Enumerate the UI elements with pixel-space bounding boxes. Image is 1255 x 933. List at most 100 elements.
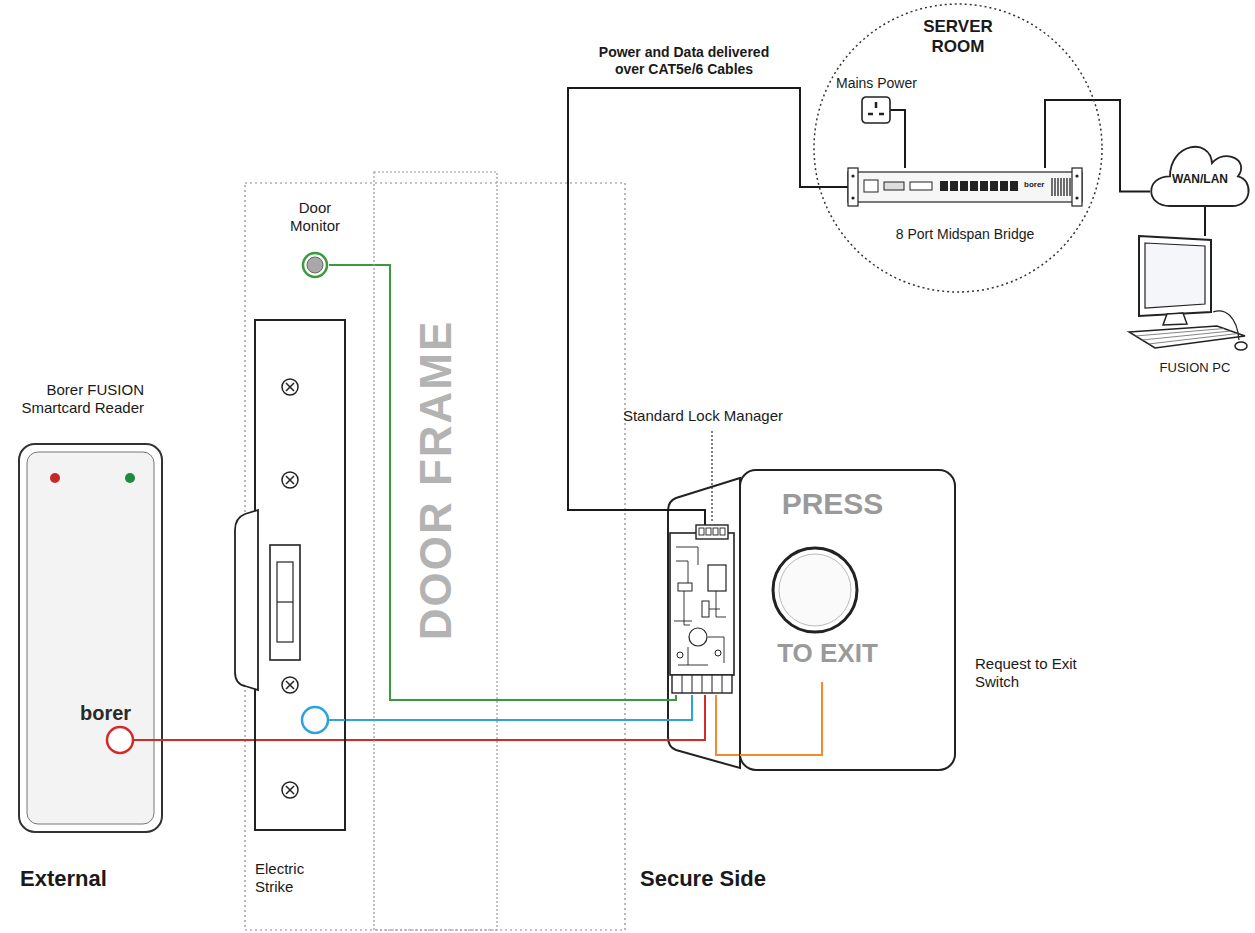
smartcard-reader-shape bbox=[107, 727, 133, 753]
electric-strike: Electric Strike bbox=[255, 320, 345, 830]
smartcard-reader-shape bbox=[50, 473, 60, 483]
smartcard-reader-shape bbox=[133, 739, 163, 741]
electric-strike-shape bbox=[235, 510, 258, 690]
electric-strike-shape bbox=[328, 719, 345, 721]
door-monitor-shape bbox=[301, 251, 329, 279]
mains-socket-shape bbox=[862, 97, 890, 123]
midspan-bridge-shape bbox=[980, 181, 988, 191]
electric-strike-shape bbox=[282, 782, 298, 798]
fusion-pc-shape bbox=[1139, 236, 1211, 316]
electric-strike-shape bbox=[302, 707, 328, 733]
midspan-bridge-shape bbox=[960, 181, 968, 191]
exit-switch-shape bbox=[779, 554, 851, 626]
electric-strike-shape bbox=[286, 786, 294, 794]
frame-label: DOOR FRAME bbox=[409, 320, 462, 641]
electric-strike-shape bbox=[286, 383, 294, 391]
lock-manager-board-shape bbox=[702, 675, 703, 693]
midspan-bridge-shape bbox=[1075, 196, 1078, 199]
cloud-label: WAN/LAN bbox=[1150, 172, 1250, 186]
midspan-bridge-shape bbox=[851, 174, 854, 177]
fusion-pc-shape bbox=[1213, 311, 1239, 340]
lock-manager-board-shape bbox=[708, 565, 726, 591]
network-cloud: WAN/LAN bbox=[1150, 140, 1250, 206]
midspan-bridge-shape bbox=[1051, 178, 1052, 196]
lock-manager-board-shape bbox=[678, 583, 692, 591]
fusion-pc: FUSION PC bbox=[1125, 236, 1250, 354]
door-monitor-shape bbox=[307, 257, 323, 273]
side-label: Secure Side bbox=[640, 866, 766, 892]
fusion-pc-shape bbox=[1149, 334, 1239, 345]
lock-manager-board-shape bbox=[722, 675, 723, 693]
fusion-pc-shape bbox=[1235, 342, 1247, 350]
midspan-bridge-shape bbox=[950, 181, 958, 191]
server-room-circle-shape bbox=[814, 4, 1102, 292]
door-monitor-shape bbox=[303, 253, 327, 277]
lock-manager-board-shape bbox=[699, 528, 704, 535]
pc-label: FUSION PC bbox=[1145, 360, 1245, 376]
midspan-bridge-shape bbox=[910, 182, 932, 190]
electric-strike-shape bbox=[282, 677, 298, 693]
lock-manager-board-shape bbox=[672, 675, 732, 693]
button-text: PRESS bbox=[725, 486, 940, 522]
smartcard-reader: Borer FUSION Smartcard Readerborer bbox=[18, 443, 163, 833]
lock-manager-board-shape bbox=[682, 675, 683, 693]
monitor-label: Door Monitor bbox=[275, 199, 355, 235]
bridge-label: 8 Port Midspan Bridge bbox=[848, 226, 1082, 243]
mains-socket: Mains Power bbox=[862, 97, 890, 123]
side-label: External bbox=[20, 866, 107, 892]
fusion-pc-shape bbox=[1163, 313, 1187, 325]
lock-manager-board: Standard Lock Manager bbox=[668, 525, 736, 695]
midspan-bridge-shape bbox=[1075, 174, 1078, 177]
exit-switch-shape bbox=[773, 548, 857, 632]
smartcard-reader-shape bbox=[19, 444, 162, 832]
electric-strike-shape bbox=[255, 320, 345, 830]
monitor-wire bbox=[329, 265, 676, 700]
lock-manager-board-shape bbox=[692, 675, 693, 693]
midspan-bridge-shape bbox=[864, 180, 878, 192]
lock-manager-board-shape bbox=[712, 675, 713, 693]
midspan-bridge-shape bbox=[1057, 178, 1058, 196]
strike-wire bbox=[345, 695, 692, 720]
power-lead bbox=[890, 110, 905, 168]
server-room-circle: SERVER ROOM Mains Power 8 Port Midspan Bri… bbox=[813, 3, 1103, 293]
lock-manager-board-shape bbox=[668, 525, 736, 695]
electric-strike-shape bbox=[277, 562, 293, 642]
socket-label: Mains Power bbox=[836, 75, 946, 92]
electric-strike-shape bbox=[255, 320, 345, 830]
smartcard-reader-shape bbox=[125, 473, 135, 483]
fusion-pc-shape bbox=[1129, 326, 1245, 348]
lock-manager-board-shape bbox=[670, 533, 734, 675]
leader-line bbox=[711, 431, 712, 522]
electric-strike-shape bbox=[282, 379, 298, 395]
switch-label: Request to Exit Switch bbox=[975, 655, 1085, 691]
midspan-bridge-shape bbox=[990, 181, 998, 191]
smartcard-reader-shape bbox=[18, 443, 163, 833]
lock-manager-board-shape bbox=[715, 650, 721, 656]
electric-strike-shape bbox=[286, 476, 294, 484]
midspan-bridge-shape bbox=[1066, 178, 1067, 196]
room-heading: SERVER ROOM bbox=[908, 17, 1008, 58]
midspan-bridge-shape bbox=[1010, 181, 1018, 191]
midspan-bridge-shape bbox=[1000, 181, 1008, 191]
lock-manager-board-shape bbox=[713, 528, 718, 535]
exit-wire bbox=[716, 695, 740, 755]
door-monitor: Door Monitor bbox=[301, 251, 329, 279]
midspan-bridge-shape bbox=[970, 181, 978, 191]
exit-switch-shape bbox=[740, 682, 822, 755]
lock-manager-board-shape bbox=[720, 528, 725, 535]
door-frame: DOOR FRAME bbox=[374, 172, 497, 930]
mains-socket-shape bbox=[868, 102, 884, 114]
button-text: TO EXIT bbox=[720, 638, 935, 669]
midspan-bridge-shape bbox=[940, 181, 948, 191]
electric-strike-shape bbox=[282, 472, 298, 488]
midspan-bridge-shape bbox=[1069, 178, 1070, 196]
midspan-bridge-shape bbox=[1072, 168, 1082, 206]
midspan-bridge-shape bbox=[848, 168, 858, 206]
midspan-bridge-shape bbox=[851, 196, 854, 199]
electric-strike-shape bbox=[286, 681, 294, 689]
brand-mark: borer bbox=[80, 701, 152, 725]
network-link bbox=[1204, 206, 1206, 236]
lock-manager-board-shape bbox=[674, 547, 726, 665]
